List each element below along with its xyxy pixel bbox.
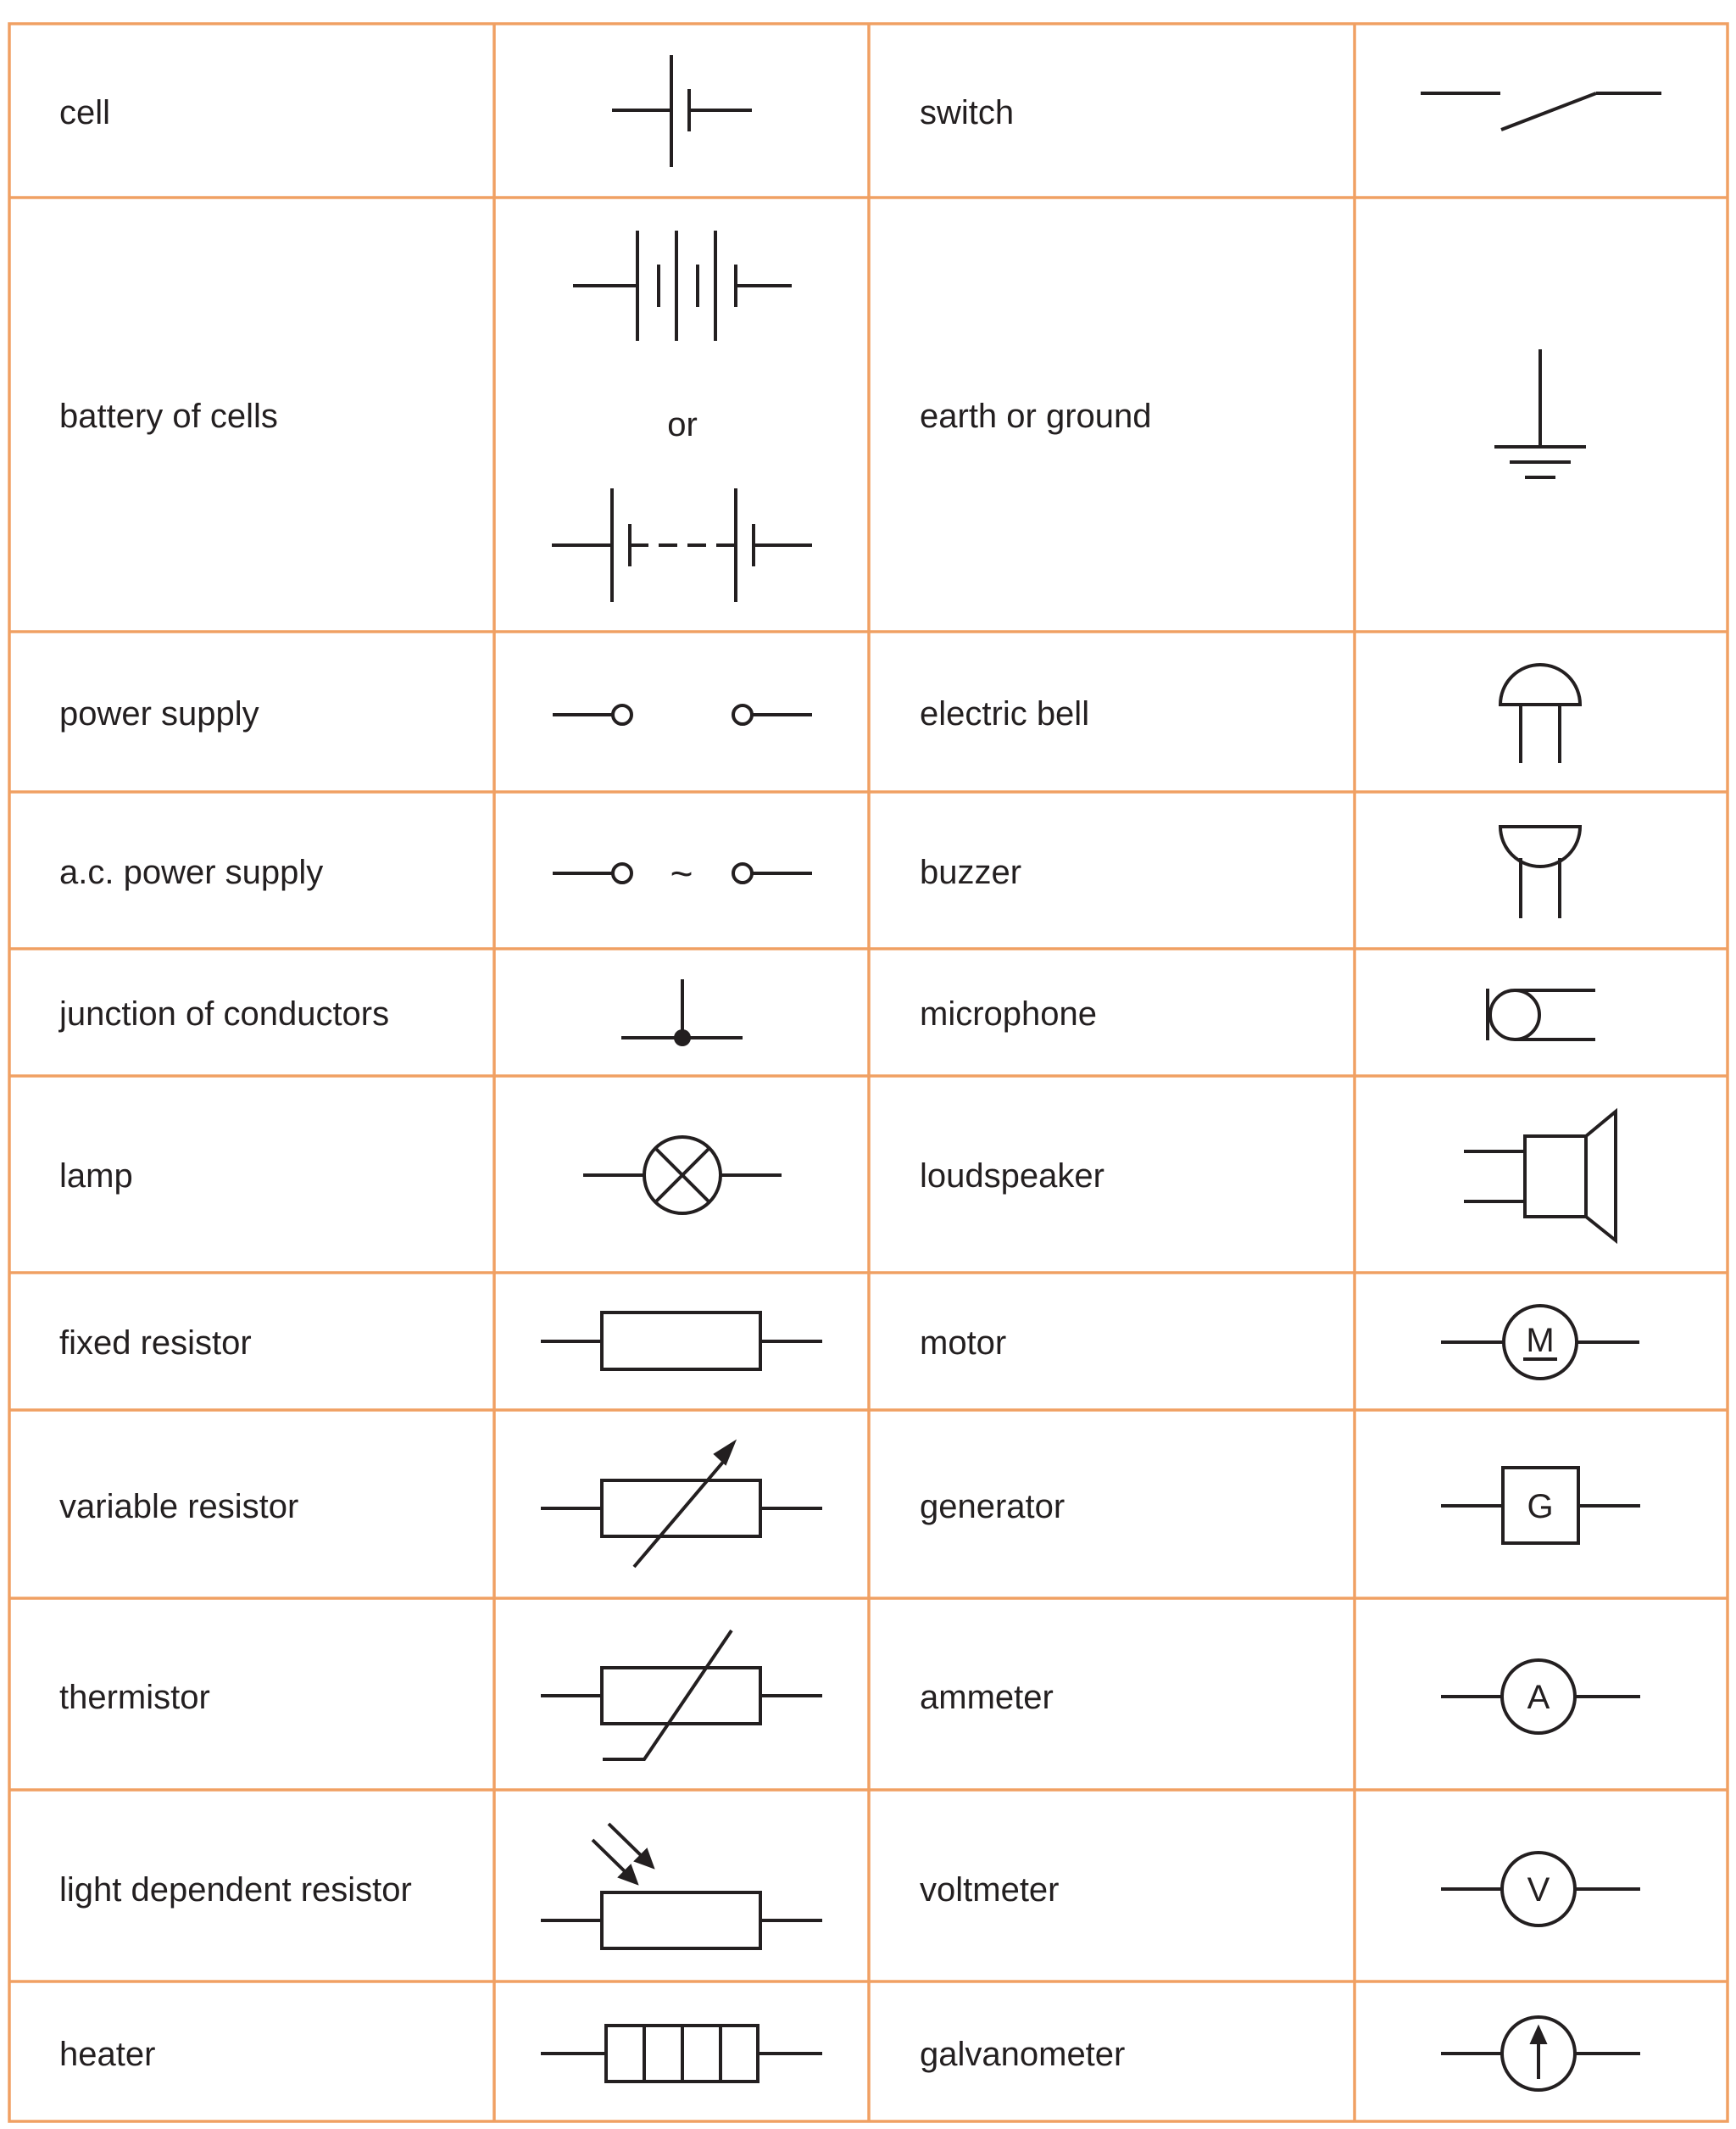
generator-letter: G	[1527, 1488, 1553, 1525]
label-light-dependent-resistor: light dependent resistor	[59, 1871, 412, 1909]
left-name-labels: cell battery of cells power supply a.c. …	[58, 94, 412, 2073]
microphone-symbol	[1486, 989, 1595, 1041]
lamp-symbol	[583, 1135, 782, 1215]
right-name-labels: switch earth or ground electric bell buz…	[920, 94, 1152, 2073]
label-generator: generator	[920, 1488, 1065, 1525]
battery-or-text: or	[667, 406, 698, 443]
table-grid	[8, 22, 1729, 2123]
label-lamp: lamp	[59, 1157, 133, 1195]
ac-tilde-glyph: ~	[670, 851, 693, 895]
ac-power-supply-symbol	[553, 862, 812, 884]
label-power-supply: power supply	[59, 695, 259, 733]
generator-symbol: G	[1441, 1466, 1640, 1545]
label-microphone: microphone	[920, 995, 1097, 1033]
label-cell: cell	[59, 94, 110, 131]
label-junction-of-conductors: junction of conductors	[58, 995, 389, 1033]
galvanometer-symbol	[1441, 2015, 1640, 2092]
junction-of-conductors-symbol	[621, 979, 743, 1046]
battery-of-cells-symbol	[573, 231, 792, 341]
label-buzzer: buzzer	[920, 854, 1021, 891]
motor-symbol: M	[1441, 1304, 1639, 1380]
label-variable-resistor: variable resistor	[59, 1488, 298, 1525]
voltmeter-symbol: V	[1441, 1851, 1640, 1927]
label-voltmeter: voltmeter	[920, 1871, 1060, 1909]
ammeter-letter: A	[1527, 1679, 1550, 1716]
earth-ground-symbol	[1494, 349, 1586, 479]
label-earth-or-ground: earth or ground	[920, 398, 1152, 435]
label-ac-power-supply: a.c. power supply	[59, 854, 323, 891]
buzzer-symbol	[1498, 825, 1583, 918]
loudspeaker-symbol	[1464, 1107, 1617, 1245]
heater-symbol	[541, 2024, 822, 2083]
switch-symbol	[1421, 92, 1661, 131]
ammeter-symbol: A	[1441, 1658, 1640, 1735]
label-electric-bell: electric bell	[920, 695, 1089, 733]
electric-bell-symbol	[1498, 663, 1583, 763]
fixed-resistor-symbol	[541, 1311, 822, 1371]
label-motor: motor	[920, 1324, 1006, 1362]
label-thermistor: thermistor	[59, 1679, 210, 1716]
label-switch: switch	[920, 94, 1014, 131]
label-ammeter: ammeter	[920, 1679, 1054, 1716]
light-dependent-resistor-symbol	[541, 1822, 822, 1950]
label-battery-of-cells: battery of cells	[59, 398, 278, 435]
label-heater: heater	[59, 2036, 155, 2073]
label-loudspeaker: loudspeaker	[920, 1157, 1104, 1195]
cell-symbol	[612, 55, 752, 167]
power-supply-symbol	[553, 704, 812, 726]
motor-letter: M	[1526, 1322, 1554, 1359]
label-fixed-resistor: fixed resistor	[59, 1324, 252, 1362]
variable-resistor-symbol	[541, 1439, 822, 1569]
voltmeter-letter: V	[1527, 1871, 1550, 1909]
thermistor-symbol	[541, 1629, 822, 1761]
label-galvanometer: galvanometer	[920, 2036, 1125, 2073]
battery-of-cells-alt-symbol	[552, 488, 812, 602]
